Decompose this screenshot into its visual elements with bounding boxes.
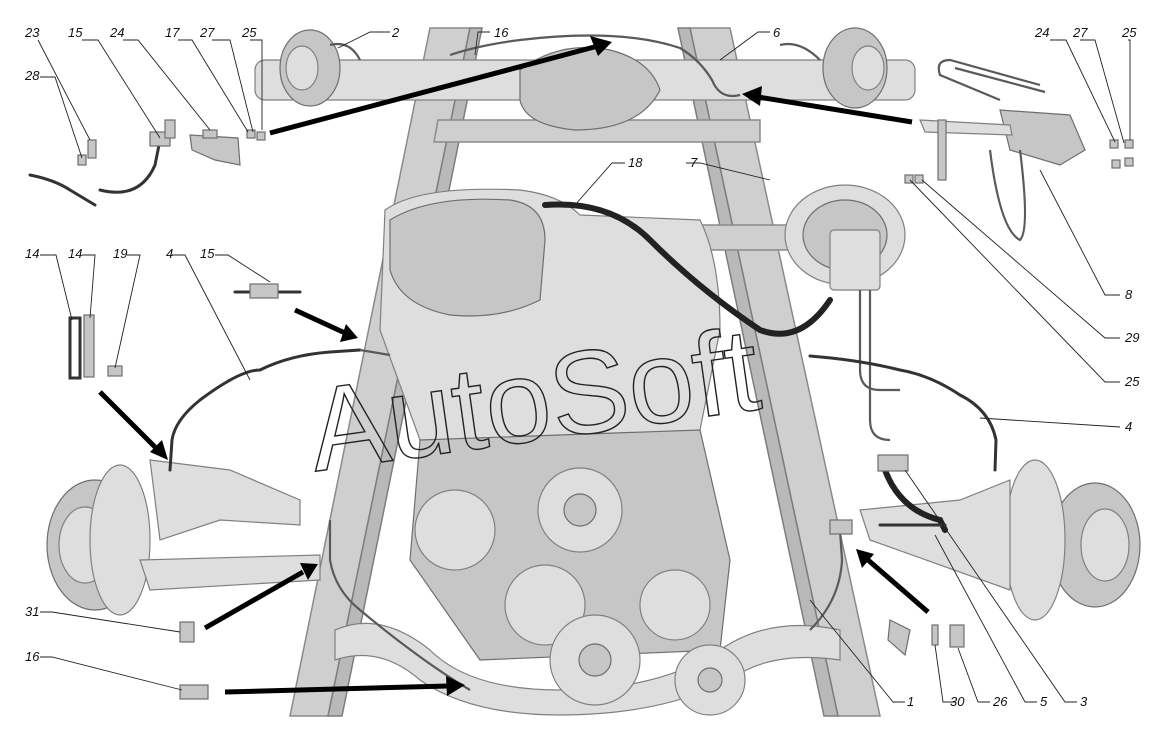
engine [379, 188, 746, 716]
pointer-arrows [98, 36, 930, 696]
callout-6: 6 [773, 25, 781, 40]
callout-16: 16 [25, 649, 40, 664]
callout-2: 2 [391, 25, 400, 40]
front-left-wheel-assembly [46, 459, 321, 616]
callout-25: 25 [1121, 25, 1137, 40]
callout-18: 18 [628, 155, 643, 170]
callout-15: 15 [68, 25, 83, 40]
detail-top-left [28, 119, 266, 207]
callout-25: 25 [241, 25, 257, 40]
callout-27: 27 [199, 25, 215, 40]
front-right-disc [1004, 459, 1066, 621]
bracket-17 [189, 134, 241, 166]
rear-axle [254, 27, 916, 131]
callout-31: 31 [25, 604, 39, 619]
brake-booster [784, 184, 906, 442]
detail-top-right [904, 58, 1134, 242]
callout-4: 4 [166, 246, 173, 261]
callout-3: 3 [1080, 694, 1088, 709]
rear-brake-pipe [449, 34, 741, 98]
callout-7: 7 [690, 155, 698, 170]
callout-25: 25 [1124, 374, 1140, 389]
rear-crossmember [433, 119, 761, 143]
sleeve-16 [179, 684, 209, 700]
front-crossmember [334, 622, 841, 716]
callout-15: 15 [200, 246, 215, 261]
master-cylinder-reservoir [829, 229, 881, 291]
callout-24: 24 [1034, 25, 1049, 40]
callout-14: 14 [25, 246, 39, 261]
rear-differential [519, 46, 661, 131]
callout-5: 5 [1040, 694, 1048, 709]
front-left-disc [89, 464, 151, 616]
callout-4: 4 [1125, 419, 1132, 434]
brake-tee-3 [877, 454, 909, 472]
brake-pipe-right [809, 529, 844, 631]
leader-lines [37, 31, 1131, 703]
brake-lines [168, 34, 998, 691]
front-left-brake-hose [168, 348, 362, 472]
callout-30: 30 [950, 694, 965, 709]
callout-27: 27 [1072, 25, 1088, 40]
callout-28: 28 [24, 68, 40, 83]
brake-pipe-left [328, 520, 471, 691]
intake-manifold [389, 198, 546, 317]
callout-14: 14 [68, 246, 82, 261]
callout-24: 24 [109, 25, 124, 40]
nut-26 [949, 624, 965, 648]
clip-31 [179, 621, 195, 643]
callout-17: 17 [165, 25, 180, 40]
small-parts [68, 283, 965, 700]
tee-connector-right [829, 519, 853, 535]
callout-26: 26 [992, 694, 1008, 709]
callout-29: 29 [1124, 330, 1139, 345]
callout-1: 1 [907, 694, 914, 709]
callout-19: 19 [113, 246, 127, 261]
front-right-brake-hose [808, 354, 998, 472]
callout-23: 23 [24, 25, 40, 40]
hose-fitting-15 [249, 283, 279, 299]
callout-labels: 23 15 24 17 27 25 2 16 6 24 27 25 28 18 … [24, 25, 1140, 709]
front-right-wheel-assembly [859, 459, 1141, 621]
vacuum-hose [542, 201, 833, 337]
callout-8: 8 [1125, 287, 1133, 302]
callout-16: 16 [494, 25, 509, 40]
pressure-regulator-8 [999, 109, 1086, 166]
